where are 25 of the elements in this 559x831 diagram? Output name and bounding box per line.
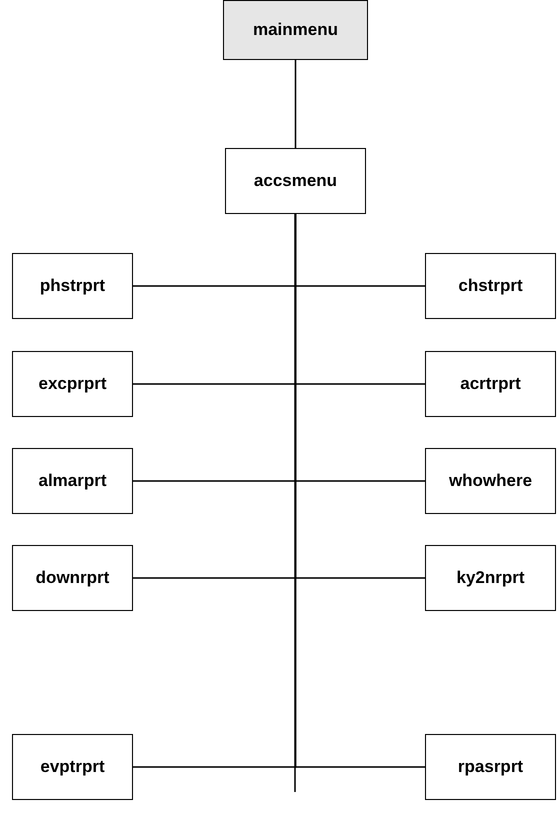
module-name: evptrprt	[40, 757, 105, 777]
module-box	[12, 734, 133, 800]
module-name: acrtrprt	[460, 374, 521, 394]
module-name: excprprt	[38, 374, 107, 394]
module-name: accsmenu	[254, 171, 338, 191]
module-box	[12, 545, 133, 611]
root-box	[223, 0, 368, 60]
module-name: rpasrprt	[458, 757, 524, 777]
module-box	[12, 448, 133, 514]
module-box	[425, 253, 556, 319]
module-name: phstrprt	[40, 276, 106, 296]
module-box	[425, 351, 556, 417]
module-name: whowhere	[448, 471, 532, 491]
module-name: almarprt	[38, 471, 107, 491]
module-box	[425, 545, 556, 611]
module-box	[12, 253, 133, 319]
module-name: downrprt	[36, 568, 110, 588]
module-name: chstrprt	[458, 276, 523, 296]
module-box	[425, 448, 556, 514]
module-box	[425, 734, 556, 800]
module-name: mainmenu	[252, 20, 338, 40]
connector-line	[294, 60, 296, 148]
module-box	[12, 351, 133, 417]
module-name: ky2nrprt	[456, 568, 525, 588]
module-box	[225, 148, 366, 214]
